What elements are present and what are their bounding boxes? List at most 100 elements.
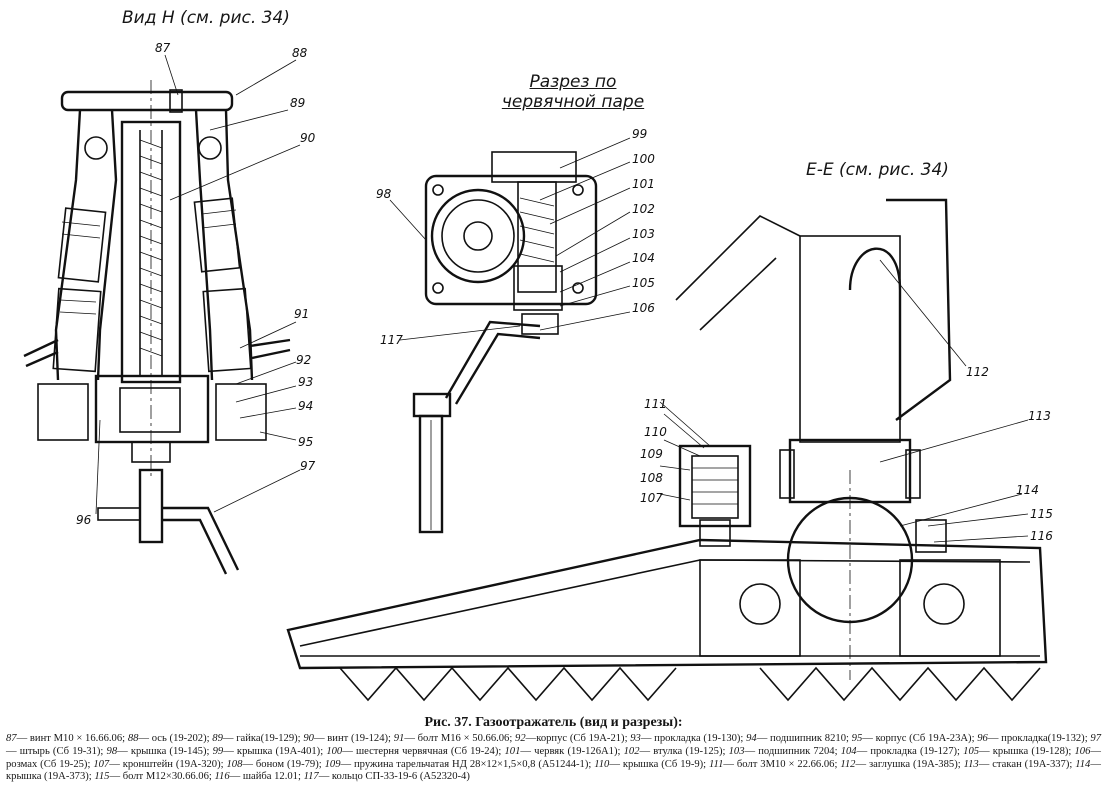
legend-item-text: — розмах (Сб 19-25); <box>6 745 1101 770</box>
legend-item-number: 88 <box>127 733 139 744</box>
legend-item-number: 92 <box>515 733 526 744</box>
callout-98: 98 <box>376 187 392 201</box>
legend-item: 96— прокладка(19-132); <box>977 733 1087 744</box>
legend-item-text: — боном (19-79); <box>242 758 322 770</box>
callout-90: 90 <box>300 131 316 145</box>
legend-item-text: — штырь (Сб 19-31); <box>6 745 104 757</box>
legend-item: 91— болт M16 × 50.66.06; <box>394 733 513 744</box>
legend-item-number: 95 <box>851 733 863 744</box>
legend-item-number: 105 <box>963 745 980 757</box>
legend-item: 114— крышка (19А-373); <box>6 759 1101 783</box>
legend-item-text: — шестерня червячная (Сб 19-24); <box>342 745 502 757</box>
legend-item-number: 98 <box>106 745 118 757</box>
figure-number: Рис. 37. <box>424 715 472 730</box>
legend-item: 93— прокладка (19-130); <box>630 733 743 744</box>
section-ee-drawing <box>286 198 1048 702</box>
legend-item: 104— прокладка (19-127); <box>841 746 960 757</box>
legend-item-text: — прокладка (19-127); <box>856 745 960 757</box>
legend-item-text: — болт 3М10 × 22.66.06; <box>723 758 838 770</box>
callout-100: 100 <box>632 152 655 166</box>
callout-111: 111 <box>644 397 667 411</box>
legend-item: 105— крышка (19-128); <box>963 746 1071 757</box>
legend-item-number: 113 <box>963 758 979 770</box>
callout-101: 101 <box>632 177 655 191</box>
drawing-svg: 87 88 89 90 91 92 93 94 95 96 97 98 99 1… <box>23 41 1053 702</box>
legend-item: 90— винт (19-124); <box>303 733 391 744</box>
legend-item-text: — прокладка(19-132); <box>987 733 1088 744</box>
legend-item-number: 93 <box>630 733 641 744</box>
legend-item-text: — крышка (19-145); <box>117 745 210 757</box>
section-worm-title: Разрез по червячной паре <box>501 72 645 112</box>
legend-item-number: 111 <box>709 758 724 770</box>
legend-item: 98— крышка (19-145); <box>107 746 210 757</box>
callout-114: 114 <box>1016 483 1039 497</box>
legend-item-text: — кронштейн (19А-320); <box>109 758 224 770</box>
callout-112: 112 <box>966 365 989 379</box>
callout-95: 95 <box>298 435 313 449</box>
legend-item-number: 107 <box>93 758 110 770</box>
legend-item: 97 — штырь (Сб 19-31); <box>6 733 1101 757</box>
legend-item-text: — пружина тарельчатая НД 28×12×1,5×0,8 (… <box>340 758 592 770</box>
legend-item: 113— стакан (19А-337); <box>964 759 1073 770</box>
legend-item-number: 97 <box>1090 733 1101 744</box>
callout-107: 107 <box>640 491 663 505</box>
legend-item: 106— розмах (Сб 19-25); <box>6 746 1101 770</box>
legend-item-number: 96 <box>977 733 988 744</box>
legend-item-number: 110 <box>594 758 610 770</box>
callout-108: 108 <box>640 471 663 485</box>
callout-91: 91 <box>294 307 309 321</box>
callout-116: 116 <box>1030 529 1053 543</box>
callout-87: 87 <box>155 41 171 55</box>
legend-item-text: — подшипник 8210; <box>756 733 849 744</box>
legend-item-text: — болт M16 × 50.66.06; <box>404 733 513 744</box>
worm-section-drawing <box>412 151 598 534</box>
legend-item: 109— пружина тарельчатая НД 28×12×1,5×0,… <box>325 759 592 770</box>
callout-88: 88 <box>292 46 308 60</box>
legend-item-number: 101 <box>504 745 521 757</box>
legend-item-number: 109 <box>324 758 341 770</box>
legend-item-number: 104 <box>840 745 857 757</box>
legend-item-number: 99 <box>212 745 224 757</box>
legend-item: 103— подшипник 7204; <box>729 746 838 757</box>
legend-item: 87— винт M10 × 16.66.06; <box>6 733 125 744</box>
legend-item-text: — шайба 12.01; <box>229 771 301 783</box>
callout-113: 113 <box>1028 409 1051 423</box>
legend-item-text: — червяк (19-126А1); <box>520 745 621 757</box>
figure-caption: Рис. 37. Газоотражатель (вид и разрезы):… <box>0 715 1107 784</box>
legend-item-number: 87 <box>6 733 17 744</box>
callout-89: 89 <box>290 96 305 110</box>
legend-item: 107— кронштейн (19А-320); <box>93 759 223 770</box>
callout-102: 102 <box>632 202 655 216</box>
view-h-title: Вид Н (см. рис. 34) <box>122 8 290 28</box>
legend-item: 115— болт M12×30.66.06; <box>94 771 211 782</box>
legend-item-number: 91 <box>393 733 405 744</box>
callout-106: 106 <box>632 301 655 315</box>
legend-item-number: 103 <box>728 745 745 757</box>
legend-item: 117— кольцо СП-33-19-6 (А52320-4) <box>304 771 470 782</box>
section-ee-title: Е-Е (см. рис. 34) <box>806 160 949 180</box>
legend-item-number: 115 <box>94 771 110 783</box>
legend-item: 94— подшипник 8210; <box>746 733 849 744</box>
legend-item: 99— крышка (19А-401); <box>213 746 324 757</box>
legend-item: 88— ось (19-202); <box>128 733 210 744</box>
legend-item-text: — корпус (Сб 19А-23А); <box>862 733 975 744</box>
view-h-drawing <box>23 80 291 575</box>
callout-92: 92 <box>296 353 311 367</box>
callout-96: 96 <box>76 513 92 527</box>
figure-title: Газоотражатель (вид и разрезы): <box>475 715 683 730</box>
legend-item-number: 117 <box>303 771 319 783</box>
parts-legend: 87— винт M10 × 16.66.06; 88— ось (19-202… <box>6 733 1101 784</box>
callout-93: 93 <box>298 375 313 389</box>
legend-item: 95— корпус (Сб 19А-23А); <box>852 733 975 744</box>
legend-item-number: 114 <box>1075 758 1091 770</box>
legend-item-text: —корпус (Сб 19А-21); <box>525 733 628 744</box>
legend-item: 110— крышка (Сб 19-9); <box>594 759 706 770</box>
callout-94: 94 <box>298 399 313 413</box>
legend-item: 116— шайба 12.01; <box>215 771 301 782</box>
legend-item: 112— заглушка (19А-385); <box>840 759 960 770</box>
legend-item-text: — крышка (19А-401); <box>223 745 324 757</box>
callout-115: 115 <box>1030 507 1053 521</box>
legend-item-number: 108 <box>226 758 243 770</box>
callout-105: 105 <box>632 276 655 290</box>
callout-110: 110 <box>644 425 667 439</box>
